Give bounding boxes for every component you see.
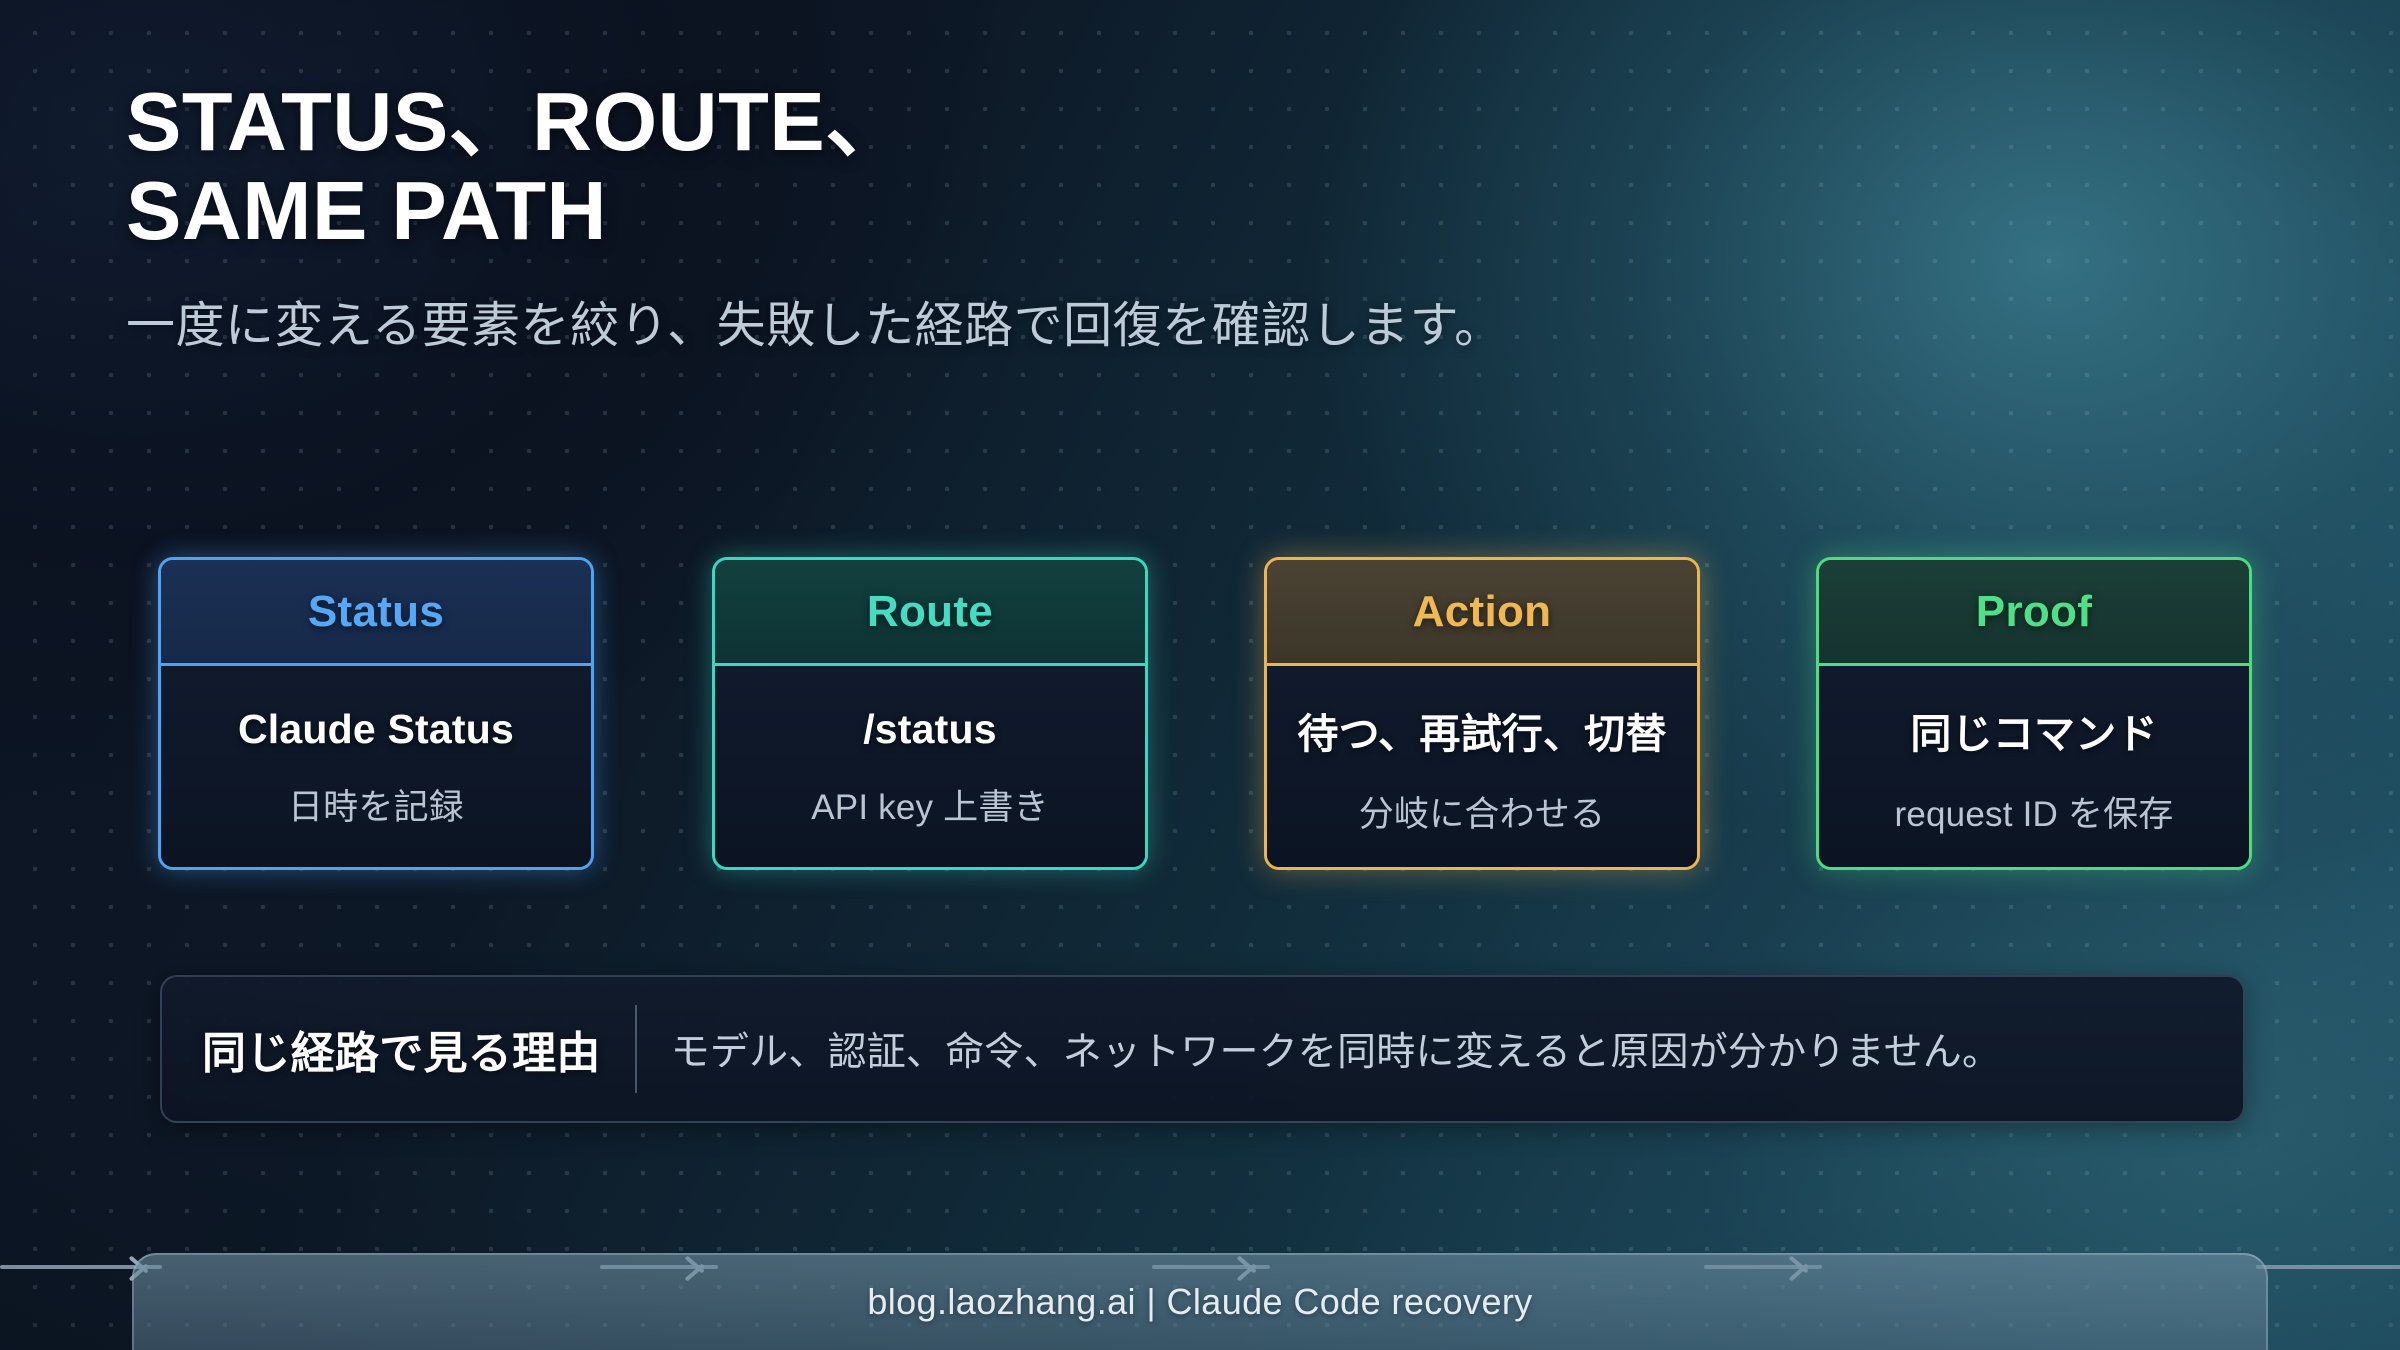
flow-card-sub-text: 分岐に合わせる [1358,794,1606,834]
connector-line-enter [0,1265,162,1269]
flow-card-proof[interactable]: Proof 同じコマンド request ID を保存 [1816,557,2252,870]
page-title: STATUS、ROUTE、 SAME PATH [126,75,909,257]
footer-text: blog.laozhang.ai | Claude Code recovery [867,1281,1533,1322]
flow-card-body-proof: 同じコマンド request ID を保存 [1819,666,2249,867]
page-subtitle: 一度に変える要素を絞り、失敗した経路で回復を確認します。 [126,298,1504,353]
flow-card-header-label: Status [307,586,445,636]
flow-card-body-route: /status API key 上書き [715,666,1145,867]
flow-card-main-text: Claude Status [238,706,514,752]
flow-card-main-text: /status [863,706,997,752]
note-text: モデル、認証、命令、ネットワークを同時に変えると原因が分かりません。 [670,1031,2002,1074]
flow-card-main-text: 待つ、再試行、切替 [1297,710,1667,757]
flow-card-header-status: Status [161,560,591,666]
footer-bar: blog.laozhang.ai | Claude Code recovery [132,1253,2268,1350]
flow-card-status[interactable]: Status Claude Status 日時を記録 [158,557,594,870]
flow-card-header-label: Action [1412,586,1552,636]
flow-card-header-label: Proof [1975,586,2093,636]
flow-card-main-text: 同じコマンド [1910,710,2158,757]
header-block: STATUS、ROUTE、 SAME PATH 一度に変える要素を絞り、失敗した… [126,75,1726,357]
flow-card-header-route: Route [715,560,1145,666]
flow-card-route[interactable]: Route /status API key 上書き [712,557,1148,870]
note-label: 同じ経路で見る理由 [202,1029,601,1078]
note-bar: 同じ経路で見る理由 モデル、認証、命令、ネットワークを同時に変えると原因が分かり… [160,975,2245,1123]
flow-card-action[interactable]: Action 待つ、再試行、切替 分岐に合わせる [1264,557,1700,870]
flow-card-body-action: 待つ、再試行、切替 分岐に合わせる [1267,666,1697,867]
flow-card-sub-text: 日時を記録 [287,788,464,827]
connector-line-exit [2256,1265,2400,1269]
flow-card-header-label: Route [866,586,994,636]
flow-diagram: Status Claude Status 日時を記録 Route /status… [0,548,2400,1269]
flow-card-sub-text: request ID を保存 [1894,794,2174,834]
flow-card-header-proof: Proof [1819,560,2249,666]
flow-card-body-status: Claude Status 日時を記録 [161,666,591,867]
flow-card-sub-text: API key 上書き [811,788,1049,827]
flow-card-header-action: Action [1267,560,1697,666]
note-divider [634,1005,637,1093]
